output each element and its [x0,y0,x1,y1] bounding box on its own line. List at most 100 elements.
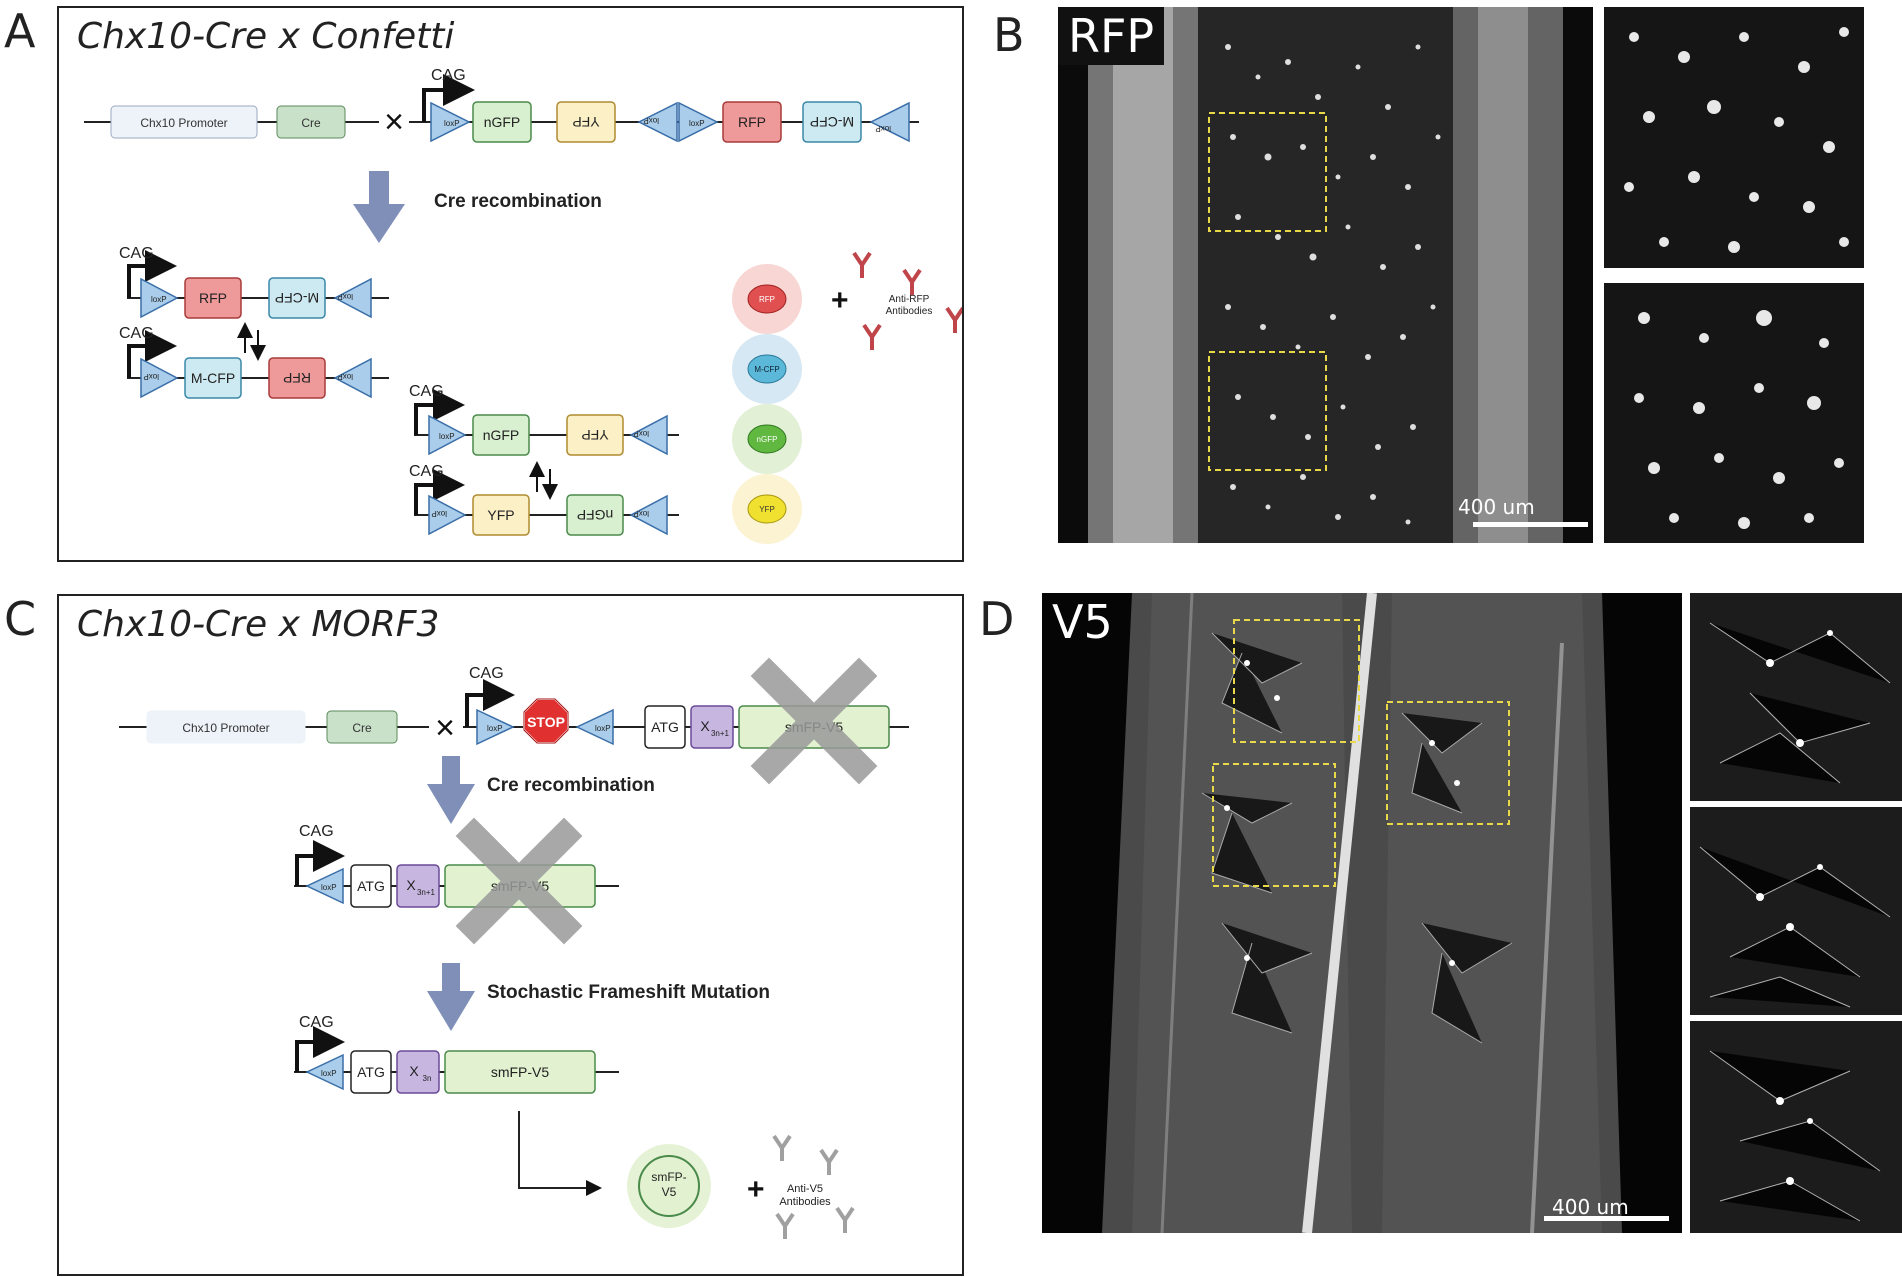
scale-label: 400 um [1458,495,1535,519]
svg-text:CAG: CAG [299,1014,334,1031]
svg-text:loxP: loxP [633,509,649,518]
svg-text:loxP: loxP [321,1069,337,1078]
svg-text:X: X [406,877,416,893]
svg-text:CAG: CAG [409,463,444,480]
svg-text:loxP: loxP [321,883,337,892]
cag-label: CAG [431,67,466,84]
chx10-promoter-box [110,105,258,139]
svg-text:Anti-V5: Anti-V5 [787,1183,823,1195]
svg-text:nGFP: nGFP [757,435,778,444]
v5-inset-3 [1690,1021,1902,1233]
mcfp-box [802,101,862,143]
svg-text:RFP: RFP [738,114,766,130]
svg-text:loxP: loxP [431,509,447,518]
rfp-inset-bottom [1604,283,1864,543]
scale-bar [1473,522,1588,527]
svg-text:ATG: ATG [651,719,679,735]
svg-text:CAG: CAG [299,823,334,840]
svg-text:loxP: loxP [487,724,503,733]
v5-inset-1 [1690,593,1902,801]
chx10-promoter-box [146,710,306,744]
svg-text:CAG: CAG [119,245,154,262]
rfp-label: RFP [1058,7,1165,65]
yfp-box [556,101,616,143]
svg-text:loxP: loxP [337,292,353,301]
svg-text:ATG: ATG [357,878,385,894]
svg-text:Stochastic Frameshift Mutation: Stochastic Frameshift Mutation [487,982,770,1003]
svg-text:+: + [831,284,849,317]
v5-label: V5 [1052,595,1113,649]
atg-box [644,705,686,749]
cre-label: Cre [301,116,321,130]
svg-text:loxP: loxP [643,116,659,125]
chx10-promoter-label: Chx10 Promoter [140,116,227,130]
svg-text:3n+1: 3n+1 [711,729,730,738]
v5-micrograph: V5 400 um [1042,593,1682,1233]
svg-text:CAG: CAG [119,325,154,342]
svg-text:M-CFP: M-CFP [275,290,319,306]
svg-text:Cre: Cre [352,721,372,735]
scale-bar [1544,1216,1669,1221]
antibody-icon [772,1134,855,1239]
svg-text:M-CFP: M-CFP [754,365,779,374]
svg-text:M-CFP: M-CFP [810,114,854,130]
svg-text:loxP: loxP [444,119,460,128]
svg-text:YFP: YFP [572,114,599,130]
loxp-icon [869,101,910,143]
svg-text:Cre recombination: Cre recombination [487,775,655,796]
svg-text:STOP: STOP [527,714,565,730]
svg-text:CAG: CAG [409,383,444,400]
svg-text:smFP-V5: smFP-V5 [491,1064,550,1080]
svg-text:Antibodies: Antibodies [886,306,933,317]
svg-text:loxP: loxP [689,119,705,128]
rfp-protein-icon [747,284,787,314]
antibody-icon [852,251,962,350]
panel-a-title: Chx10-Cre x Confetti [77,16,455,57]
panel-a-letter: A [4,4,36,58]
svg-text:loxP: loxP [439,432,455,441]
svg-text:loxP: loxP [595,724,611,733]
svg-text:YFP: YFP [759,505,775,514]
svg-text:3n+1: 3n+1 [417,888,436,897]
roi-box [1208,351,1327,471]
panel-a-diagram: Chx10 Promoter Cre × CAG loxP nGFP YFP l… [84,67,962,544]
yfp-protein-icon [747,494,787,524]
svg-text:M-CFP: M-CFP [191,370,235,386]
v5-inset-2 [1690,807,1902,1015]
svg-text:RFP: RFP [759,295,775,304]
panel-c-title: Chx10-Cre x MORF3 [77,604,440,645]
x3n1-box [690,705,734,749]
panel-b-letter: B [993,8,1025,62]
svg-text:ATG: ATG [357,1064,385,1080]
roi-box [1212,763,1336,887]
rfp-inset-top [1604,7,1864,268]
svg-text:RFP: RFP [199,290,227,306]
roi-box [1386,701,1510,825]
svg-text:+: + [747,1173,765,1206]
svg-text:3n: 3n [423,1074,432,1083]
svg-text:Chx10 Promoter: Chx10 Promoter [182,721,269,735]
svg-text:loxP: loxP [143,372,159,381]
panel-d-letter: D [979,592,1015,646]
svg-text:X: X [409,1063,419,1079]
panel-c-letter: C [4,592,37,646]
roi-box [1233,619,1360,743]
svg-text:Antibodies: Antibodies [779,1196,831,1208]
loxp-icon [637,101,678,143]
svg-text:RFP: RFP [283,370,311,386]
scale-label: 400 um [1552,1195,1629,1219]
loxp-icon [430,101,471,143]
mcfp-protein-icon [747,354,787,384]
cross-out-icon [750,657,878,785]
recombination-label: Cre recombination [434,191,602,212]
svg-text:CAG: CAG [469,665,504,682]
svg-text:YFP: YFP [487,507,514,523]
svg-text:Anti-RFP: Anti-RFP [889,294,930,305]
svg-text:nGFP: nGFP [483,427,520,443]
svg-text:loxP: loxP [875,124,891,133]
panel-c-box: Chx10-Cre x MORF3 Chx10 Promoter Cre × C… [57,594,964,1276]
loxp-icon [678,101,719,143]
recombination-arrow [353,171,405,243]
svg-text:YFP: YFP [581,427,608,443]
cre-box [326,710,398,744]
